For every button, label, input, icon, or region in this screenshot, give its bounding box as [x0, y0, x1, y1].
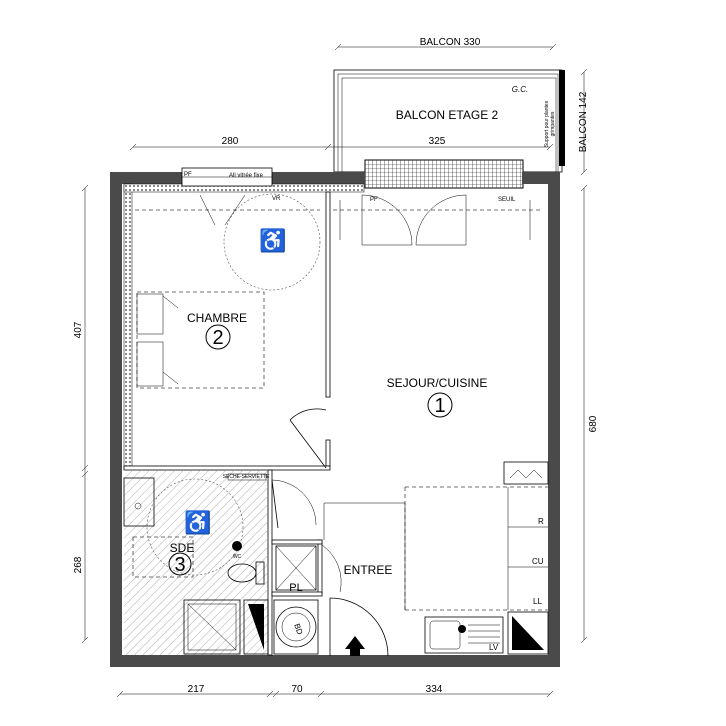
entrance-fixtures	[273, 502, 406, 657]
wheelchair-icon: ♿	[259, 228, 286, 253]
towel-rail-label: SECHE-SERVIETTE	[223, 474, 270, 480]
room-name-sejour: SEJOUR/CUISINE	[387, 376, 488, 390]
pl-label: PL	[289, 582, 302, 594]
room-number-badge	[205, 324, 231, 350]
vr-label: VR	[272, 196, 281, 202]
room-name-entree: ENTREE	[344, 563, 393, 577]
dim-balcon-depth: BALCON 142	[578, 91, 589, 152]
dimension-lines	[81, 43, 588, 698]
fixed-window-label: All vitrée fixe	[229, 173, 264, 179]
living-fixtures	[333, 194, 549, 655]
room-number-chambre: 2	[212, 327, 223, 349]
grimpantes-label: grimpantes	[550, 111, 556, 136]
pf-chambre-label: PF	[184, 172, 192, 178]
room-number-badge	[168, 552, 192, 576]
dim-bottom-mid: 70	[291, 684, 303, 695]
support-plantes-label: Support pour plantes	[544, 100, 550, 147]
dim-top-left: 280	[222, 136, 239, 147]
room-name-sde: SDE	[170, 541, 195, 555]
exterior-walls	[110, 172, 560, 667]
seuil-label: SEUIL	[498, 197, 516, 203]
room-number-sejour: 1	[434, 395, 445, 417]
wheelchair-icon: ♿	[184, 510, 211, 535]
washing-machine-label: LL	[533, 597, 542, 606]
wc-label: WC	[233, 554, 242, 560]
dim-bottom-right: 334	[426, 684, 443, 695]
dim-top-right: 325	[429, 136, 446, 147]
balcony	[333, 69, 565, 189]
room-number-sde: 3	[174, 554, 185, 576]
cooker-label: CU	[532, 557, 544, 566]
room-name-chambre: CHAMBRE	[187, 311, 247, 325]
pf-sejour-label: PF	[370, 197, 378, 203]
gc-label: G.C.	[512, 85, 528, 94]
dim-right-height: 680	[588, 415, 599, 432]
fridge-label: R	[538, 517, 544, 526]
room-number-badge	[427, 392, 453, 418]
bedroom-fixtures	[135, 193, 327, 469]
balcony-label: BALCON ETAGE 2	[396, 108, 499, 122]
dim-bottom-left: 217	[188, 684, 205, 695]
dishwasher-label: LV	[489, 643, 499, 652]
bathroom-fixtures	[123, 470, 317, 655]
dim-left-lower: 268	[73, 556, 84, 573]
dim-balcon-width: BALCON 330	[420, 37, 481, 48]
dim-left-upper: 407	[73, 321, 84, 338]
bd-label: BD	[292, 622, 304, 636]
